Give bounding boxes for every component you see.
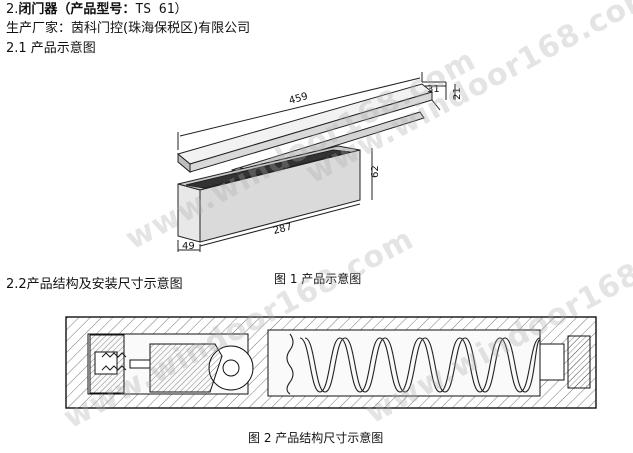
section-heading: 2.闭门器（产品型号：TS 61） bbox=[6, 2, 188, 18]
dim-body-length: 287 bbox=[272, 222, 293, 237]
dim-width: 31 bbox=[427, 84, 440, 95]
figure-2-caption: 图 2 产品结构尺寸示意图 bbox=[248, 431, 384, 445]
heading-model: TS 61） bbox=[135, 2, 188, 17]
subsection-2-2: 2.2产品结构及安装尺寸示意图 bbox=[6, 277, 183, 292]
figure-1-caption: 图 1 产品示意图 bbox=[274, 272, 362, 286]
heading-title: 闭门器（产品型号： bbox=[18, 2, 136, 17]
heading-number: 2. bbox=[6, 2, 19, 17]
dim-body-depth: 49 bbox=[182, 241, 195, 252]
subsection-2-1: 2.1 产品示意图 bbox=[6, 41, 96, 56]
dim-height: 21 bbox=[452, 87, 463, 100]
dim-length: 459 bbox=[288, 91, 309, 107]
manufacturer-line: 生产厂家：茵科门控(珠海保税区)有限公司 bbox=[6, 21, 251, 36]
dim-body-height: 62 bbox=[370, 165, 381, 178]
